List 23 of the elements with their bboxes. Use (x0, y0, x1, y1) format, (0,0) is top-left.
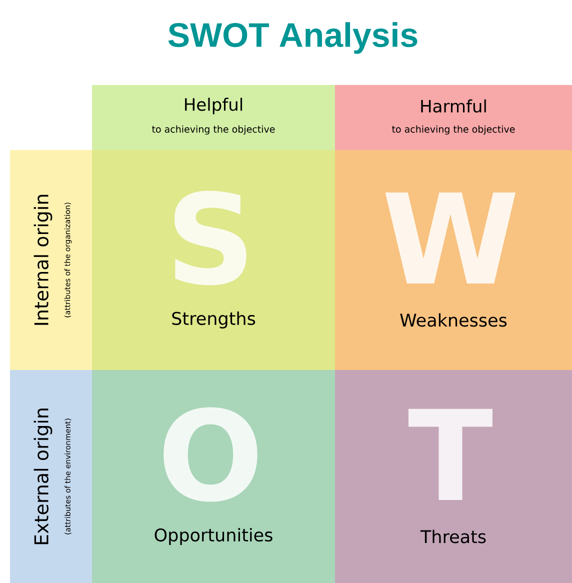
header-title: Helpful (185, 98, 242, 114)
quadrant-label: Threats (420, 530, 486, 544)
big-letter: O (164, 407, 258, 502)
big-letter: S (174, 190, 246, 286)
quadrant-cell (335, 370, 572, 583)
quadrant-cell (92, 370, 335, 583)
quadrant-cell (335, 150, 572, 370)
row-header (10, 370, 92, 583)
big-letter: T (408, 408, 492, 500)
quadrant-label: Strengths (172, 312, 256, 328)
quadrant-label: Opportunities (154, 528, 272, 545)
column-header (335, 85, 572, 150)
column-header (92, 85, 335, 150)
title: SWOT Analysis (168, 22, 418, 54)
header-subtitle: to achieving the objective (392, 125, 515, 135)
header-title: Harmful (421, 99, 486, 113)
header-title: External origin (34, 408, 52, 544)
quadrant-cell (92, 150, 335, 370)
header-title: Internal origin (34, 194, 52, 325)
row-header (10, 150, 92, 370)
quadrant-label: Weaknesses (400, 313, 507, 327)
big-letter: W (385, 192, 516, 284)
header-subtitle: to achieving the objective (152, 125, 275, 135)
